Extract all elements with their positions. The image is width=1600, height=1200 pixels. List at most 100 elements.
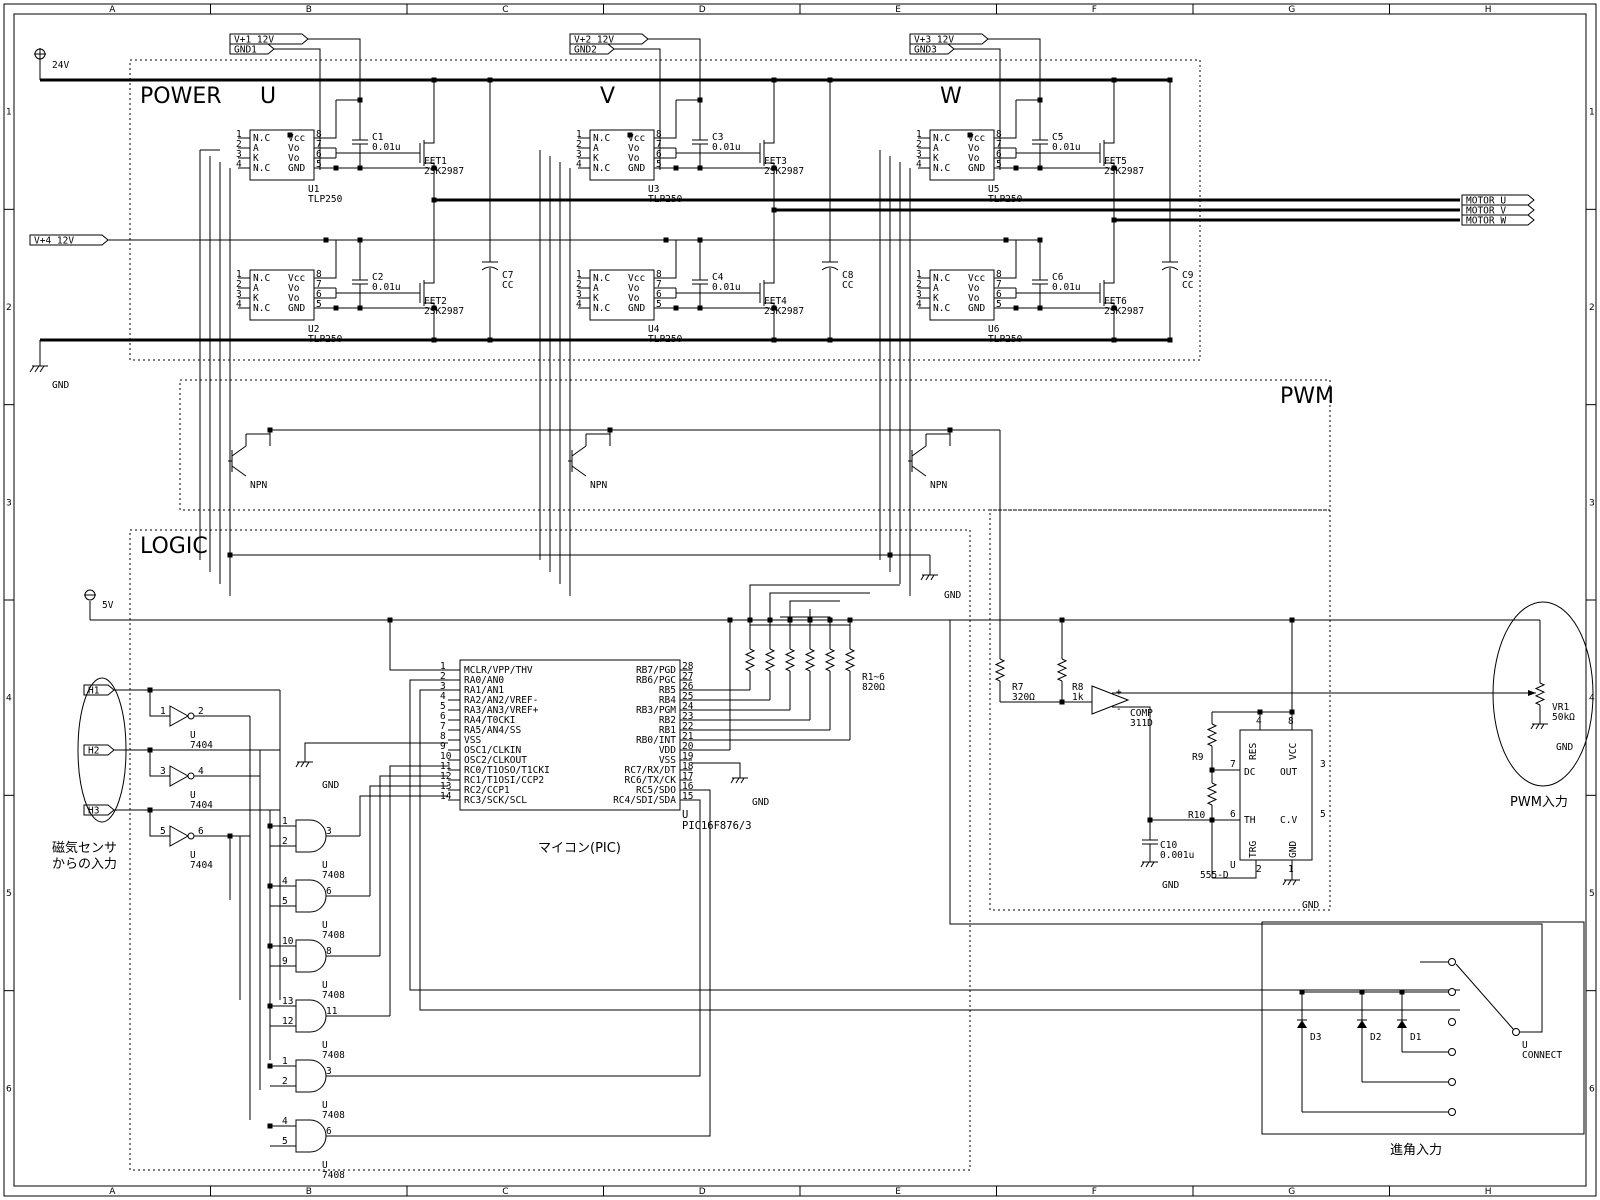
npn-label: NPN [590,480,607,491]
wire [764,200,775,284]
pin-name: Vo [628,143,640,154]
bulk-cap-plate [1161,266,1179,271]
frame-row-right-1: 1 [1589,108,1595,118]
pic-pin-number: 24 [682,701,694,712]
pin-name: A [253,143,259,154]
wire [326,100,337,139]
inverter-bubble [187,832,195,840]
pin-number: 6 [996,149,1002,160]
pin-number: 13 [282,996,293,1007]
ground-555 [1282,879,1300,886]
optocoupler-body [929,269,995,321]
wire [911,445,927,457]
wire [749,584,900,640]
pin-name: Vcc [628,133,645,144]
pin-number: 6 [656,149,662,160]
pin-number: 1 [236,129,242,140]
pin-number: 8 [656,129,662,140]
junction-dot [323,237,329,243]
pin-number: 1 [282,816,288,827]
pic-pin-name: RC7/RX/DT [625,765,677,776]
and-gate-body [295,999,327,1033]
pic-pin-number: 1 [440,661,446,672]
optocoupler-part: TLP250 [308,334,343,345]
inverter-part: 7404 [190,860,213,871]
pic-pin-name: VDD [659,745,676,756]
junction-dot [827,337,833,343]
pin-name: Vo [288,153,300,164]
frame-col-bottom-C: C [502,1187,508,1197]
capacitor-value: 0.001u [1160,850,1194,861]
pin-number: 2 [236,279,242,290]
pin-name: N.C [593,303,610,314]
junction-dot [663,237,669,243]
junction-dot [267,883,273,889]
wire [949,620,1543,1033]
pin-name: GND [968,163,985,174]
optocoupler-body [249,269,315,321]
pin-number: 2 [198,706,204,717]
resistor-ref: R8 [1072,682,1084,693]
pin-number: 2 [236,139,242,150]
frame-row-right-4: 4 [1589,694,1595,704]
and-gate-part: 7408 [322,930,345,941]
wire [692,762,741,778]
pin-number: 8 [316,269,322,280]
pic-pin-number: 3 [440,681,446,692]
section-power-title: POWER [140,84,222,109]
junction-dot [267,1063,273,1069]
wire [305,761,310,768]
junction-dot [887,552,893,558]
pin-number: 5 [1320,809,1326,820]
pin-number: 3 [916,289,922,300]
junction-dot [1003,237,1009,243]
junction-dot [487,337,493,343]
pin-number: 8 [316,129,322,140]
junction-dot [627,132,633,138]
and-gate-part: 7408 [322,870,345,881]
and-gate-ref: U [322,1040,328,1051]
frame-col-bottom-G: G [1288,1187,1295,1197]
frame-row-2: 2 [6,303,12,313]
optocoupler-part: TLP250 [648,334,683,345]
ground-symbol-main: GND [29,340,69,391]
wire [789,600,840,640]
pin-number: 6 [656,289,662,300]
pic-pin-number: 20 [682,741,694,752]
wire [419,689,1460,1011]
and-gate-ref: U [322,1100,328,1111]
wire [326,240,337,279]
switch-contact [1448,1018,1456,1026]
pic-pin-number: 25 [682,691,693,702]
pin-name: GND [628,303,645,314]
bulk-cap-plate [481,266,499,271]
pin-number: 6 [996,289,1002,300]
pic-pin-number: 19 [682,751,694,762]
pic-pin-number: 18 [682,761,694,772]
diode-ref: D2 [1370,1032,1381,1043]
tag-text: V+2 12V [574,35,614,46]
pin-number: 5 [282,896,288,907]
wire [735,777,740,784]
pic-pin-number: 16 [682,781,694,792]
wire [231,465,247,477]
wire [149,750,170,777]
resistor-value: 1k [1072,692,1084,703]
tag-text: H1 [88,686,100,697]
wire [379,775,448,956]
pic-pin-number: 4 [440,691,446,702]
label-24v: 24V [52,60,69,71]
pin-number: 1 [236,269,242,280]
junction-dot [771,337,777,343]
supply-tag-g2: GND2 [569,43,615,56]
frame-col-bottom-D: D [699,1187,706,1197]
